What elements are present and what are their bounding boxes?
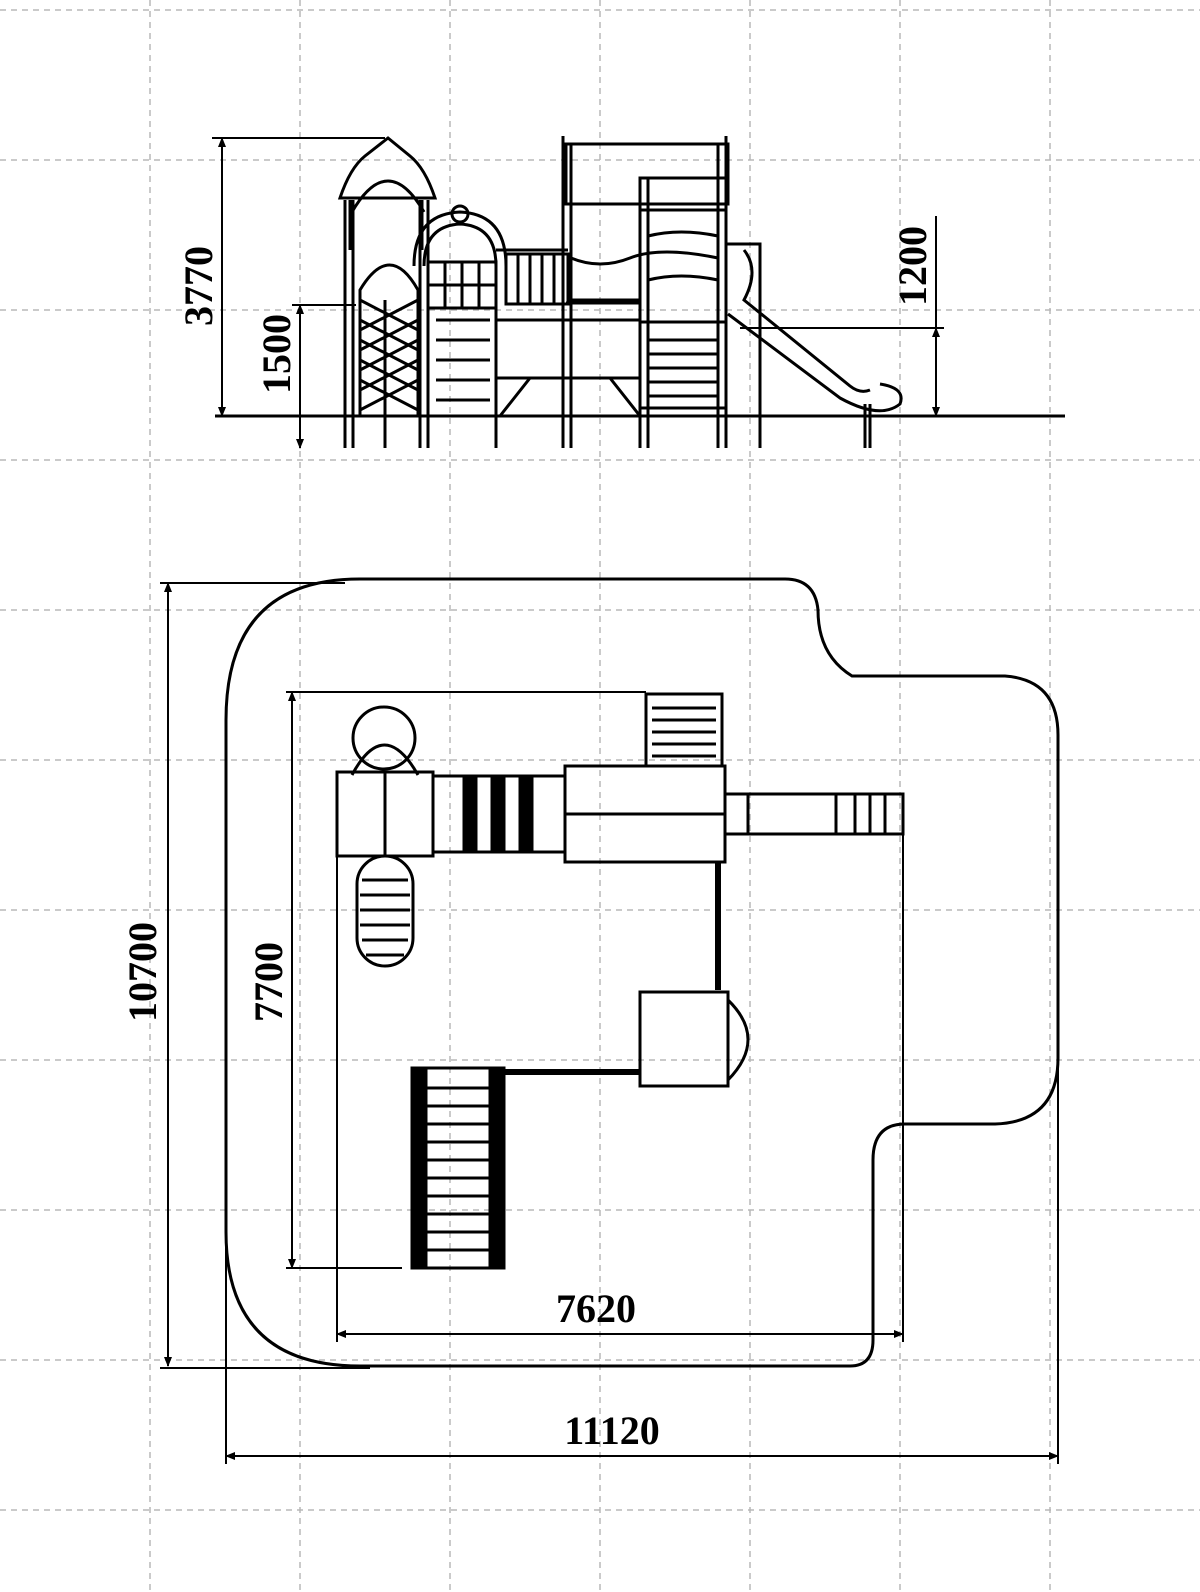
railing	[496, 248, 642, 417]
tall-tower	[561, 136, 730, 448]
dim-side-total-height: 3770	[176, 246, 221, 326]
side-dimension-lines	[212, 137, 944, 449]
dim-plan-outer-width: 11120	[564, 1408, 660, 1453]
dim-plan-outer-depth: 10700	[120, 922, 165, 1022]
slide	[726, 242, 903, 448]
plan-connector	[500, 862, 721, 1075]
plan-dimension-lines	[160, 582, 1059, 1464]
plan-slide	[723, 792, 905, 836]
plan-lower-deck	[638, 990, 750, 1088]
plan-stairs	[410, 1066, 506, 1270]
plan-left-tower	[335, 705, 435, 968]
second-tower	[638, 176, 728, 448]
plan-top-ladder	[644, 692, 724, 768]
dim-plan-inner-width: 7620	[556, 1286, 636, 1331]
plan-bridge	[431, 774, 567, 854]
dim-side-platform-height: 1500	[254, 314, 299, 394]
plan-view	[160, 577, 1060, 1464]
dim-side-slide-height: 1200	[890, 226, 935, 306]
side-elevation	[212, 136, 1065, 449]
plan-main-deck	[563, 764, 727, 864]
arch-section	[412, 204, 508, 448]
safety-zone-outline	[224, 577, 1060, 1368]
left-tower	[337, 136, 438, 448]
dim-plan-inner-depth: 7700	[246, 942, 291, 1022]
